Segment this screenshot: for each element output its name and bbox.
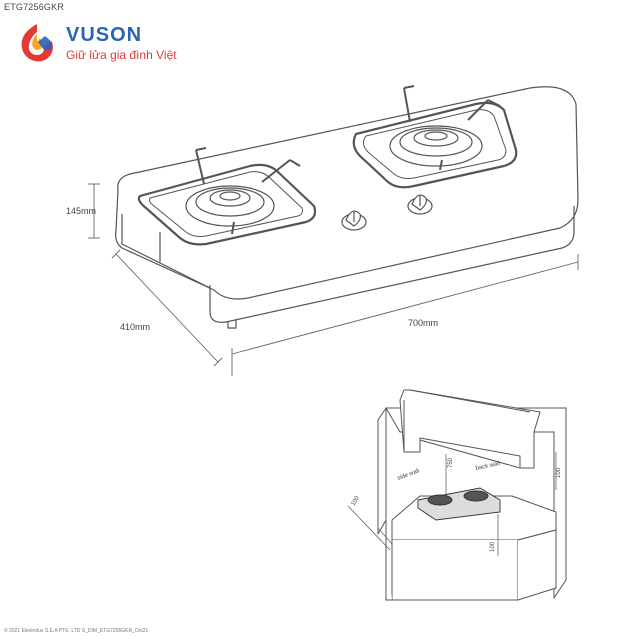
- dimension-lines: [88, 183, 579, 376]
- side-wall-label: side wall: [397, 468, 421, 482]
- control-knob-right: [407, 194, 433, 215]
- install-dimension-lines: [347, 452, 557, 556]
- brand-header: VUSON Giữ lửa gia đình Việt: [14, 20, 214, 70]
- model-code: ETG7256GKR: [4, 2, 65, 12]
- dim-back-clearance-label: 100: [556, 467, 562, 478]
- control-knob-left: [341, 210, 367, 231]
- dim-depth-label: 410mm: [120, 322, 150, 332]
- brand-tagline: Giữ lửa gia đình Việt: [66, 48, 177, 62]
- burner-cap-left-outer: [185, 185, 275, 227]
- side-panel: [385, 520, 392, 601]
- pan-support-left: [137, 163, 317, 246]
- stove-top-outline: [115, 86, 579, 300]
- stove-side-panel: [121, 214, 211, 289]
- dim-hood-clearance-label: 750: [448, 457, 454, 468]
- dim-width-label: 700mm: [408, 318, 438, 328]
- cabinet: [391, 540, 519, 601]
- dim-front-clearance-label: 100: [490, 541, 496, 552]
- burner-left: [137, 147, 317, 246]
- dim-side-clearance-label: 100: [351, 495, 362, 507]
- dim-height-label: 145mm: [66, 206, 96, 216]
- burner-cap-left-inner: [209, 189, 251, 207]
- burner-right: [352, 85, 518, 189]
- back-wall-label: back wall: [475, 461, 500, 472]
- stove-foot-left: [227, 320, 237, 329]
- burner-cap-right-inner: [413, 129, 459, 147]
- burner-cap-right-outer: [389, 125, 483, 167]
- gas-stove: [115, 85, 579, 329]
- side-wall: [377, 407, 387, 535]
- cooker-hood: [399, 389, 541, 469]
- copyright-footer: © 2021 Electrolux S.E.A PTE. LTD S_DIM_E…: [4, 628, 149, 634]
- stove-front-panel: [209, 206, 575, 323]
- mini-stove: [417, 487, 501, 521]
- brand-name: VUSON: [66, 24, 143, 46]
- vuson-flame-home-logo-icon: [21, 24, 53, 62]
